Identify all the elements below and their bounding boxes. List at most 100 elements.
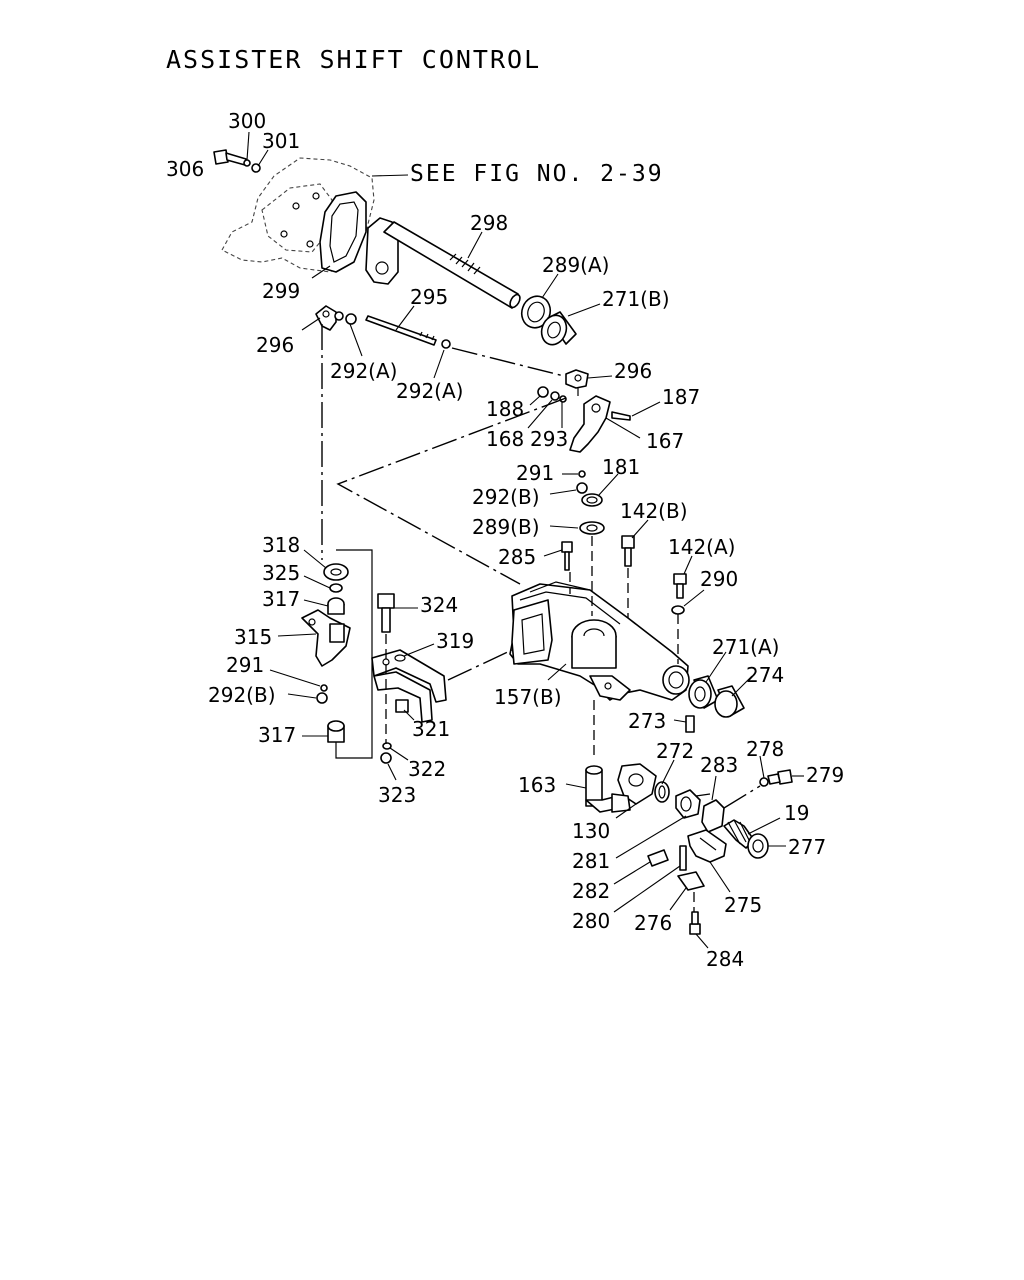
chain-lever-to-housing	[336, 397, 567, 585]
bolt-279	[767, 769, 793, 785]
label-291-upper: 291	[516, 461, 554, 485]
leader-284	[695, 933, 709, 949]
plate-276	[677, 871, 705, 891]
dowel-282	[647, 849, 669, 867]
label-278: 278	[746, 737, 784, 761]
chain-bracket-to-housing	[447, 649, 513, 681]
bolt-142b	[621, 535, 635, 567]
leader-19	[747, 817, 781, 835]
label-271a: 271(A)	[712, 635, 779, 659]
label-319: 319	[436, 629, 474, 653]
leader-275	[709, 861, 731, 893]
pin-280	[679, 845, 687, 871]
leader-167	[605, 417, 641, 439]
leader-322	[389, 747, 409, 761]
label-274: 274	[746, 663, 784, 687]
washer-278	[759, 777, 769, 787]
nut-292a-left	[334, 311, 344, 321]
seal-181	[581, 493, 603, 507]
label-322: 322	[408, 757, 446, 781]
leader-280	[613, 865, 681, 913]
diagram-title: ASSISTER SHIFT CONTROL	[166, 45, 541, 74]
shift-control-housing	[509, 581, 690, 701]
bolt-321	[395, 699, 409, 713]
label-318: 318	[262, 533, 300, 557]
label-168: 168	[486, 427, 524, 451]
bolt-285	[561, 541, 573, 571]
label-277: 277	[788, 835, 826, 859]
label-285: 285	[498, 545, 536, 569]
ball-joint-296-right	[565, 369, 589, 396]
nut-323	[380, 752, 392, 764]
leader-291-lower	[269, 669, 321, 687]
label-282: 282	[572, 879, 610, 903]
label-273: 273	[628, 709, 666, 733]
rod-295	[365, 315, 437, 346]
bushing-317-lower	[327, 720, 345, 743]
leader-281	[615, 815, 687, 859]
snap-ring-272	[654, 781, 670, 803]
bushing-317-upper	[327, 597, 345, 615]
leader-300	[246, 131, 250, 161]
label-290: 290	[700, 567, 738, 591]
leader-278	[759, 755, 765, 779]
label-130: 130	[572, 819, 610, 843]
leader-187	[631, 401, 661, 417]
label-291-lower: 291	[226, 653, 264, 677]
leader-271a	[705, 651, 727, 683]
bracket-frame	[335, 549, 373, 759]
label-142a: 142(A)	[668, 535, 735, 559]
label-19: 19	[784, 801, 809, 825]
nut-292b-lower	[316, 692, 328, 704]
leader-142b	[631, 519, 649, 539]
ball-joint-296-left	[315, 305, 337, 331]
label-284: 284	[706, 947, 744, 971]
nut-188	[537, 386, 549, 398]
label-272: 272	[656, 739, 694, 763]
leader-130	[615, 803, 637, 819]
nut-292b-upper	[576, 482, 588, 494]
leader-285	[543, 549, 563, 557]
leader-273	[673, 719, 687, 723]
leader-274	[731, 675, 753, 697]
leader-317-upper	[303, 599, 329, 607]
label-292a-right: 292(A)	[396, 379, 463, 403]
label-279: 279	[806, 763, 844, 787]
label-271b: 271(B)	[602, 287, 670, 311]
leader-181	[597, 473, 619, 497]
label-296-right: 296	[614, 359, 652, 383]
label-157b: 157(B)	[494, 685, 562, 709]
leader-290	[683, 589, 705, 607]
oring-325	[329, 583, 343, 593]
label-276: 276	[634, 911, 672, 935]
washer-322	[382, 742, 392, 750]
washer-292a-left	[345, 313, 357, 325]
leader-276	[669, 887, 687, 911]
label-163: 163	[518, 773, 556, 797]
label-315: 315	[234, 625, 272, 649]
washer-291-upper	[578, 470, 586, 478]
leader-283	[711, 775, 717, 801]
bracket-315	[301, 609, 351, 667]
label-292a-left: 292(A)	[330, 359, 397, 383]
bracket-319	[371, 649, 447, 723]
bolt-142a	[673, 573, 687, 599]
leader-321	[403, 709, 415, 721]
leader-301	[257, 149, 269, 167]
leader-295	[395, 305, 415, 331]
label-293: 293	[530, 427, 568, 451]
label-289b: 289(B)	[472, 515, 540, 539]
label-281: 281	[572, 849, 610, 873]
label-317-lower: 317	[258, 723, 296, 747]
detent-arm-130	[611, 763, 657, 813]
label-300: 300	[228, 109, 266, 133]
leader-142a	[683, 555, 693, 575]
bolt-324	[377, 593, 395, 633]
leader-298	[467, 231, 483, 259]
label-292b-upper: 292(B)	[472, 485, 540, 509]
label-181: 181	[602, 455, 640, 479]
label-283: 283	[700, 753, 738, 777]
leader-157b	[547, 663, 567, 681]
leader-325	[303, 575, 331, 589]
label-296-left: 296	[256, 333, 294, 357]
